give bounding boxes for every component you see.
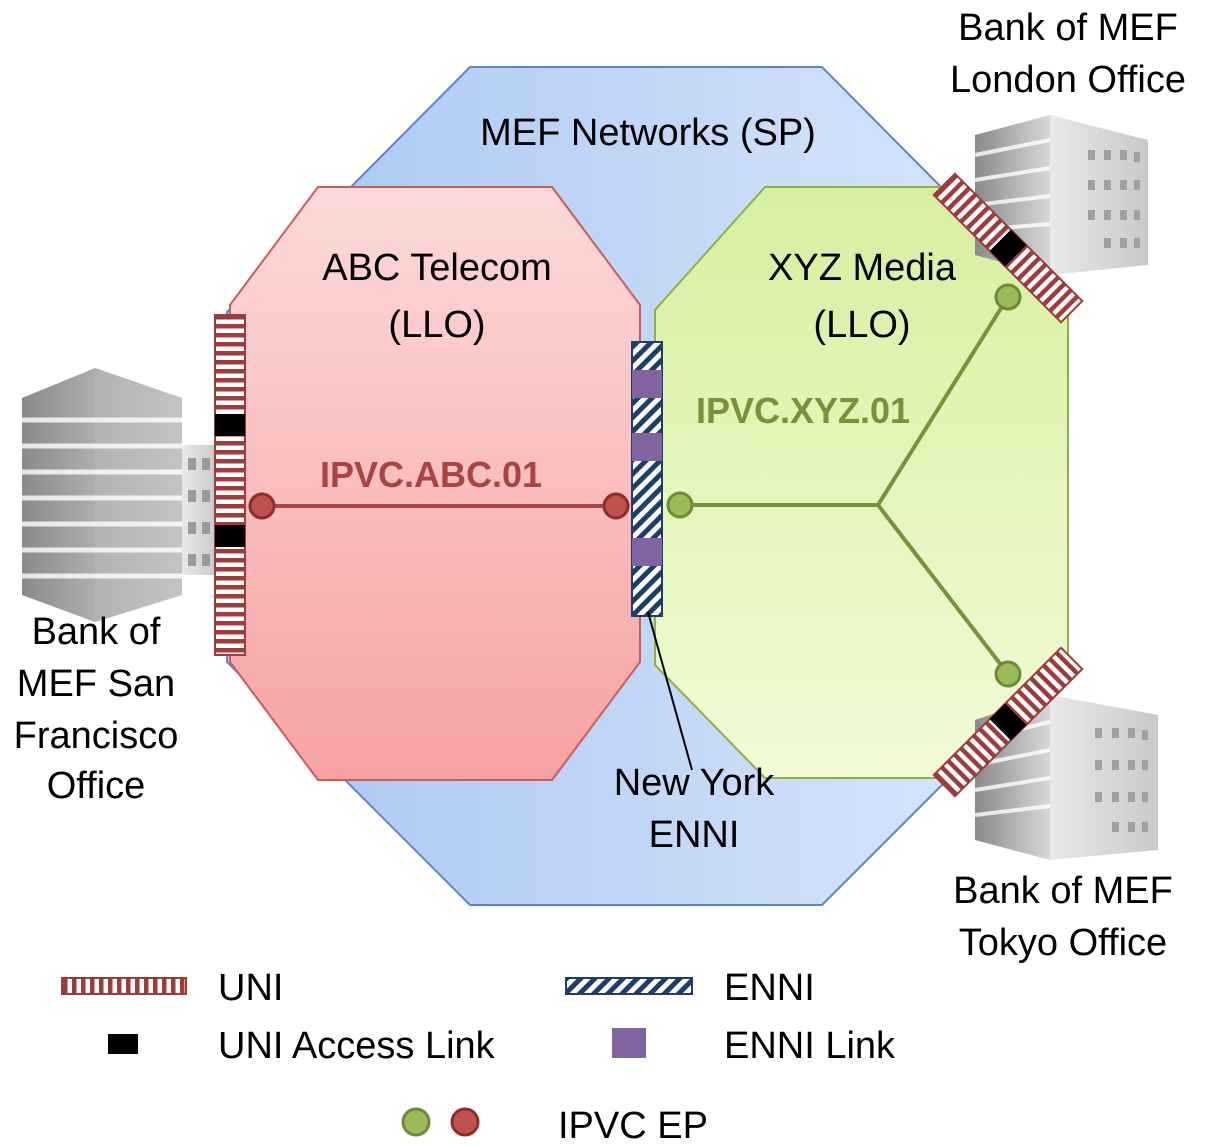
sf-site-label-4: Office [47,765,146,807]
tokyo-uni [932,646,1084,798]
enni-link [632,433,662,461]
sf-site-label-1: Bank of [32,611,161,653]
legend: UNI UNI Access Link ENNI ENNI Link IPVC … [61,967,896,1146]
tokyo-site-label-2: Tokyo Office [959,922,1167,964]
ipvc-abc-ep-ny [602,492,630,520]
sf-uni [214,314,246,656]
london-uni-access-link [989,229,1027,267]
abc-domain-label: ABC Telecom [322,247,552,289]
enni-callout-label-2: ENNI [649,814,740,856]
sf-building-icon [22,368,217,622]
legend-enni-link-label: ENNI Link [724,1025,896,1067]
enni-callout-label-1: New York [614,762,776,804]
xyz-domain-role: (LLO) [813,304,910,346]
enni-callout-line [647,611,693,771]
legend-enni-swatch [565,977,693,995]
legend-uni-access-link-swatch [108,1034,138,1054]
legend-ep-green-icon [401,1107,431,1137]
legend-ep-red-icon [450,1107,480,1137]
tokyo-site-label-1: Bank of MEF [953,870,1173,912]
legend-uni-access-link-label: UNI Access Link [218,1025,496,1067]
legend-uni-label: UNI [218,967,283,1009]
sf-uni-access-link [215,414,245,436]
legend-enni-label: ENNI [724,967,815,1009]
ipvc-abc-label: IPVC.ABC.01 [320,454,542,495]
london-building-icon [974,115,1148,275]
london-site-label-1: Bank of MEF [958,7,1178,49]
sf-site-label-3: Francisco [14,715,179,757]
london-uni [932,172,1084,324]
ipvc-xyz-lines [680,295,1010,676]
ipvc-xyz-label: IPVC.XYZ.01 [696,390,910,431]
sf-uni-access-link [215,525,245,547]
sp-domain-label: MEF Networks (SP) [480,112,816,154]
new-york-enni [631,341,663,617]
ipvc-xyz-ep-tokyo [994,660,1022,688]
tokyo-uni-access-link [989,703,1027,741]
legend-enni-link-swatch [612,1028,646,1058]
ipvc-xyz-ep-ny [666,491,694,519]
london-site-label-2: London Office [950,59,1186,101]
enni-link [632,370,662,398]
abc-domain-role: (LLO) [388,304,485,346]
legend-uni-swatch [61,977,187,995]
ipvc-xyz-ep-london [994,283,1022,311]
legend-ipvc-ep-label: IPVC EP [558,1105,708,1146]
ipvc-abc-ep-sf [248,492,276,520]
xyz-domain-label: XYZ Media [768,247,957,289]
sf-site-label-2: MEF San [17,663,175,705]
enni-link [632,538,662,566]
